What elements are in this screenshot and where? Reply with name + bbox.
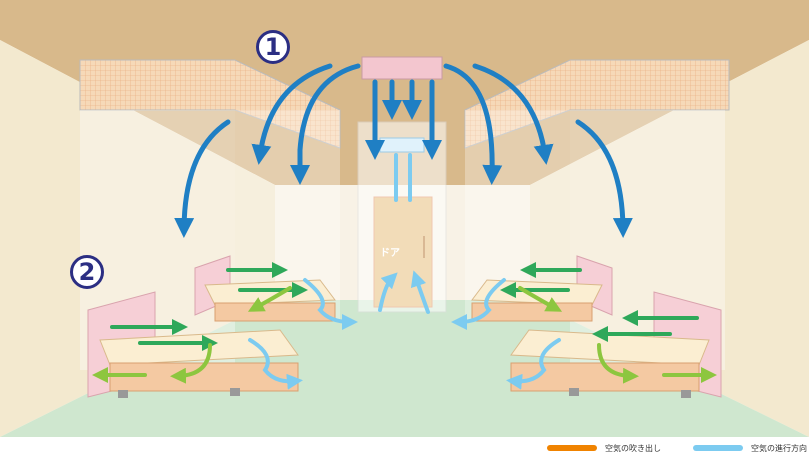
room-illustration (0, 0, 809, 437)
flow-arrow (506, 338, 561, 390)
door-vent (379, 137, 425, 153)
legend-air-outlet: 空気の吹き出し (547, 441, 661, 455)
door-handle (423, 236, 425, 258)
outlet-arrow (443, 63, 503, 185)
lime-arrow (170, 343, 212, 384)
legend-air-direction: 空気の進行方向 (693, 441, 807, 455)
floor (0, 300, 809, 437)
lime-arrow (247, 286, 292, 312)
lime-arrow (518, 286, 563, 312)
right-wall (530, 40, 809, 437)
legend-swatch-orange (547, 445, 597, 451)
lime-arrow (597, 343, 639, 384)
air-conditioner-unit (361, 56, 443, 80)
outlet-arrow (472, 63, 554, 165)
outlet-arrow (290, 63, 361, 185)
flow-arrow (378, 272, 398, 312)
legend-label: 空気の進行方向 (751, 443, 807, 453)
flow-arrow (303, 278, 358, 330)
flow-arrow (410, 270, 430, 314)
left-wall (0, 40, 275, 437)
marker-1: 1 (256, 30, 290, 64)
legend-label: 空気の吹き出し (605, 443, 661, 453)
curtain-rail-left (79, 59, 341, 149)
marker-2: 2 (70, 255, 104, 289)
flow-arrow (451, 278, 506, 330)
outlet-arrow (174, 119, 231, 238)
legend-swatch-lightblue (693, 445, 743, 451)
door-label: ドア (380, 248, 400, 259)
outlet-arrow (251, 63, 333, 165)
curtain-rail-right (464, 59, 730, 149)
flow-arrow (248, 338, 303, 390)
ceiling (0, 0, 809, 185)
outlet-arrow (575, 119, 633, 238)
bed-back-left (194, 255, 336, 322)
